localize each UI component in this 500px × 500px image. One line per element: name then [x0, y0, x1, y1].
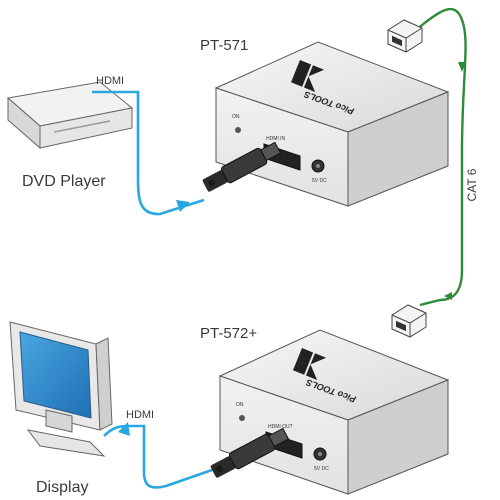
bottom-hdmi-cable: HDMI: [103, 409, 213, 489]
top-unit-label: PT-571: [200, 37, 248, 54]
top-unit-led-label: ON: [232, 114, 240, 120]
dvd-player-label: DVD Player: [22, 173, 106, 190]
display-device: [9, 321, 113, 457]
top-unit-port-label: HDMI IN: [266, 136, 286, 142]
bottom-unit-port-label: HDMI OUT: [268, 424, 293, 430]
bottom-unit-power-label: 5V DC: [314, 466, 329, 472]
cat6-cable: CAT 6: [415, 8, 479, 307]
top-hdmi-label: HDMI: [96, 75, 124, 87]
top-unit-led-icon: [235, 127, 241, 133]
cat6-arrow-top-icon: [458, 62, 466, 72]
top-hdmi-cable: HDMI: [92, 75, 205, 216]
top-unit-power-label: 5V DC: [312, 178, 327, 184]
rj45-connector-top-icon: [387, 19, 423, 53]
rj45-connector-bottom-icon: [391, 304, 427, 338]
display-screen: [19, 331, 92, 419]
cat6-arrow-bottom-icon: [444, 292, 452, 300]
bottom-unit-logo-icon: [293, 348, 327, 380]
display-label: Display: [36, 479, 88, 496]
top-hdmi-arrow-icon: [176, 200, 190, 212]
bottom-hdmi-arrow-icon: [118, 422, 130, 436]
top-unit-device: Pico TOOLS ON HDMI IN 5V DC: [214, 41, 450, 207]
bottom-hdmi-label: HDMI: [126, 409, 154, 421]
cat6-label: CAT 6: [465, 168, 479, 201]
top-unit-logo-icon: [291, 60, 325, 92]
bottom-hdmi-plug-icon: [210, 427, 290, 478]
bottom-unit-led-icon: [239, 415, 245, 421]
top-hdmi-plug-icon: [202, 141, 282, 192]
bottom-unit-device: Pico TOOLS ON HDMI OUT 5V DC: [218, 329, 450, 495]
bottom-unit-label: PT-572+: [200, 325, 257, 342]
bottom-unit-led-label: ON: [236, 402, 244, 408]
